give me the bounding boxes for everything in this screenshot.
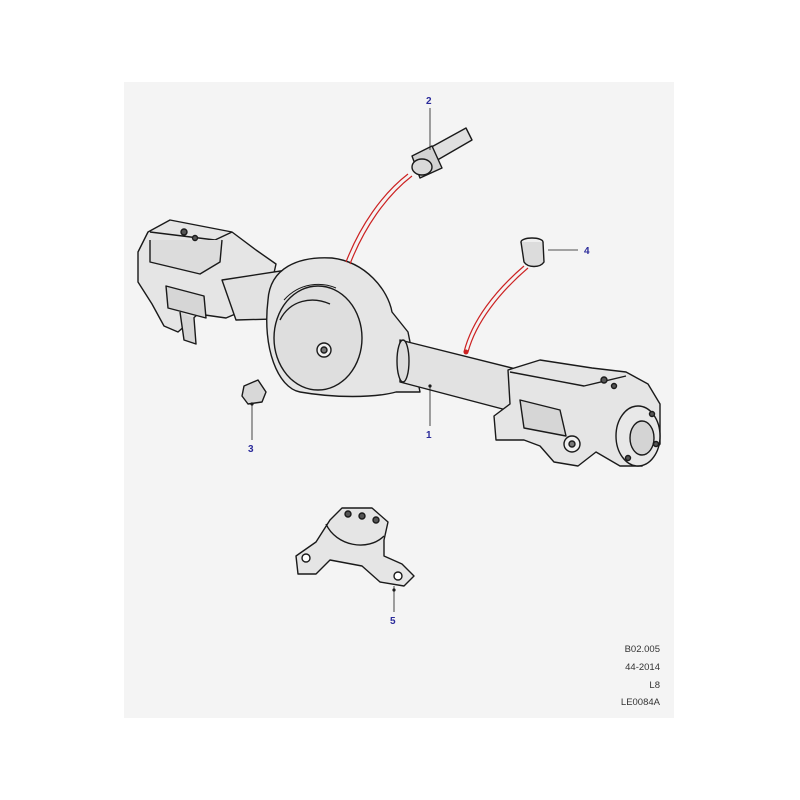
reference-code-line2: 44-2014 bbox=[625, 662, 660, 673]
spring-seat-part bbox=[295, 507, 415, 587]
reference-code-line1: B02.005 bbox=[624, 644, 660, 655]
leader-lines bbox=[250, 108, 578, 612]
leader-line-4-b bbox=[467, 267, 529, 353]
rear-axle-housing bbox=[137, 219, 661, 467]
callout-5: 5 bbox=[390, 616, 396, 627]
callout-2: 2 bbox=[426, 96, 432, 107]
leader-line-2-b bbox=[349, 175, 413, 265]
plug-part bbox=[241, 379, 267, 405]
reference-code-line4: LE0084A bbox=[620, 697, 660, 708]
bush-part bbox=[520, 237, 545, 268]
reference-code-line3: L8 bbox=[649, 680, 660, 691]
callout-4: 4 bbox=[584, 246, 590, 257]
callout-3: 3 bbox=[248, 444, 254, 455]
leader-line-4-a bbox=[463, 265, 525, 353]
callout-1: 1 bbox=[426, 430, 432, 441]
leader-line-2-a bbox=[345, 173, 409, 263]
bolt-part bbox=[411, 127, 473, 179]
